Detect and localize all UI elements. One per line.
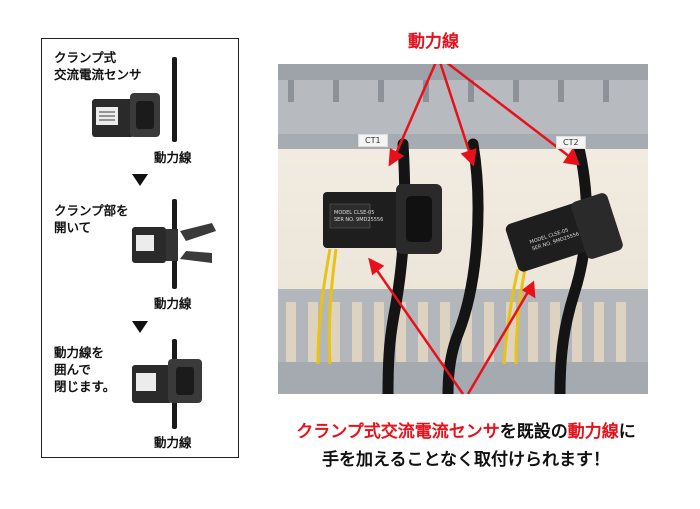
sensor1-label: MODEL CLSE-05 SER NO. 9MD25556 [334,210,383,224]
sensor1-serial: SER NO. 9MD25556 [334,217,384,223]
photo-illustration [278,64,648,394]
step3-text-line2: 囲んで [54,362,91,377]
step2-line-label: 動力線 [154,296,192,311]
step3-line-label: 動力線 [154,435,192,450]
step1-text-line1: クランプ式 [54,50,117,65]
sensor-photo-1 [323,184,442,254]
caption: クランプ式交流電流センサを既設の動力線に 手を加えることなく取付けられます！ [246,418,686,474]
caption-line1: クランプ式交流電流センサを既設の動力線に [246,418,686,446]
sensor-closed-2 [132,359,202,403]
step3-text-line1: 動力線を [54,345,105,360]
top-power-line-label: 動力線 [408,32,459,52]
sensor-closed-1 [92,93,160,137]
step1-text-line2: 交流電流センサ [54,67,142,82]
caption-power-line-text: 動力線 [567,422,619,442]
step1-text: クランプ式 交流電流センサ [54,49,142,83]
ct2-tag: CT2 [556,136,586,149]
caption-text-a: を既設の [499,422,568,442]
step2-text: クランプ部を 開いて [54,202,129,236]
sensor-photo-2 [505,193,623,272]
instruction-panel: クランプ式 交流電流センサ 動力線 クランプ部を 開いて 動力線 動力線を 囲ん… [41,38,239,458]
power-cable-1 [172,57,177,142]
step2-text-line2: 開いて [54,220,92,235]
step1-line-label: 動力線 [154,150,192,165]
step3-text: 動力線を 囲んで 閉じます。 [54,344,115,395]
step3-text-line3: 閉じます。 [54,379,116,394]
sensor-open [132,223,216,263]
step2-text-line1: クランプ部を [54,203,129,218]
arrow-down-icon [132,174,148,186]
installation-photo: CT1 CT2 MODEL CLSE-05 SER NO. 9MD25556 M… [278,64,648,394]
ct1-tag: CT1 [358,134,388,147]
caption-sensor-text: クランプ式交流電流センサ [296,422,500,442]
caption-text-b: に [618,422,636,442]
sensor1-model: MODEL CLSE-05 [334,210,375,216]
caption-line2: 手を加えることなく取付けられます！ [322,450,610,470]
arrow-down-icon [132,321,148,333]
